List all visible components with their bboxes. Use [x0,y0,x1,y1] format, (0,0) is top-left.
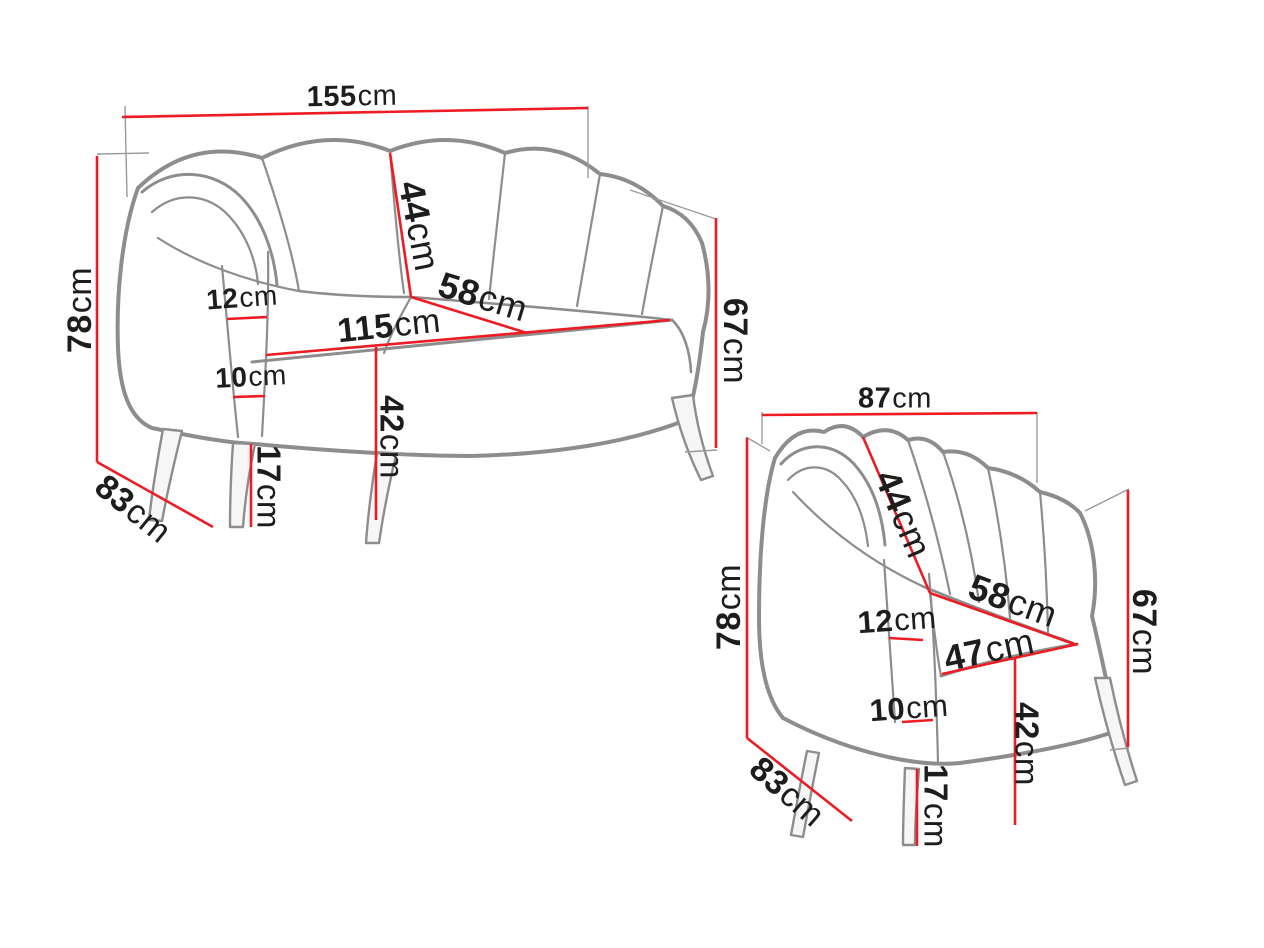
armchair-total-width-line [761,411,1038,417]
sofa-armrest-roll-inner [150,196,260,286]
dim-unit: cm [1125,628,1163,676]
dim-value: 10 [214,361,249,394]
dim-unit: cm [392,301,443,345]
dim-value: 12 [205,282,240,316]
dim-unit: cm [250,483,288,529]
dim-unit: cm [892,382,932,415]
sofa-back-height-line [388,152,413,298]
extension-lines [96,105,1130,751]
dim-value: 78 [61,314,99,354]
dim-value: 67 [1125,588,1163,628]
sofa-seat-back-junction [297,289,693,374]
dim-value: 87 [858,382,892,415]
armchair-seat-depth-line [929,591,1075,646]
dim-value: 155 [306,80,357,114]
armchair-total-height-label: 78cm [710,563,748,651]
dim-unit: cm [904,687,950,726]
sofa-back-seams [260,149,665,316]
armchair-armrest-roll-inner [786,466,870,548]
sofa-leg-height-label: 17cm [250,445,288,529]
dim-value: 47 [940,630,989,680]
sofa-armrest-front-edges [220,250,270,439]
armchair-arm-top-label: 12cm [856,599,938,641]
dim-unit: cm [710,563,748,611]
dim-unit: cm [357,79,398,113]
sofa-arm-top-line [226,315,268,321]
armchair-leg-height-label: 17cm [917,764,955,848]
sofa-dimension-lines [95,106,718,529]
dim-unit: cm [61,266,99,314]
sofa-total-depth-line [96,460,214,529]
dim-unit: cm [247,359,288,393]
armchair-dimension-lines [745,411,1130,846]
armchair-arm-top-line [888,636,924,642]
sofa-armrest-roll-outer [140,172,279,287]
sofa-arm-top-label: 12cm [205,279,279,316]
dim-value: 10 [868,690,907,729]
dim-unit: cm [1008,740,1046,786]
armchair-armrest-roll-outer [779,445,887,547]
dim-value: 12 [856,602,895,641]
dim-unit: cm [373,433,411,479]
dim-value: 42 [1008,702,1046,740]
dim-value: 42 [373,395,411,433]
dim-value: 78 [710,611,748,651]
armchair-seat-width-line [941,642,1079,676]
armchair-side-height-label: 67cm [1125,588,1163,676]
armchair-back-height-line [861,436,932,594]
armchair-seat-height-label: 42cm [1008,702,1046,786]
dim-unit: cm [917,802,955,848]
dim-value: 17 [917,764,955,802]
sofa-total-width-line [121,106,589,119]
armchair-back-seams [906,438,1050,634]
dim-value: 115 [335,306,396,351]
dim-unit: cm [716,337,754,385]
sofa-armrest-swoosh [156,236,301,293]
armchair-total-width-label: 87cm [858,382,932,415]
dim-unit: cm [892,599,938,638]
dim-value: 44 [390,177,439,226]
dim-value: 17 [250,445,288,483]
sofa-seat-depth-line [410,295,528,335]
sofa-total-height-label: 78cm [61,266,99,354]
dim-unit: cm [238,279,279,314]
sofa-seat-height-label: 42cm [373,395,411,479]
sofa-side-height-label: 67cm [716,297,754,385]
armchair-arm-bottom-label: 10cm [868,687,950,729]
sofa-total-width-label: 155cm [306,79,398,114]
dim-value: 67 [716,297,754,337]
sofa-arm-bottom-label: 10cm [214,359,288,394]
sofa-seat-width-line [265,318,671,357]
armchair-armrest-swoosh [791,490,924,588]
armchair-legs [789,676,1139,847]
sofa-seat-center-seam [382,295,413,355]
sofa-arm-bottom-line [232,394,266,399]
armchair-total-depth-line [746,736,853,823]
armchair-arm-bottom-line [901,718,934,724]
